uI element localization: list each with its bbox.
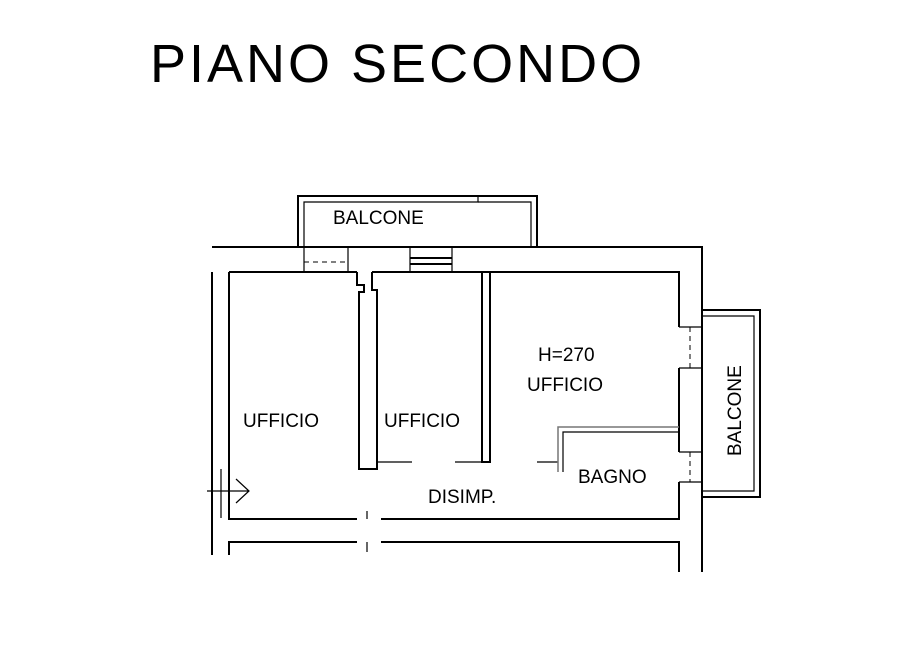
- ufficio-middle-label: UFFICIO: [384, 411, 460, 432]
- height-label: H=270: [538, 345, 595, 366]
- window-openings: [303, 247, 702, 483]
- interior-walls: [356, 272, 679, 552]
- balcony-right: [702, 309, 761, 498]
- ufficio-right-label: UFFICIO: [527, 375, 603, 396]
- ufficio-left-label: UFFICIO: [243, 411, 319, 432]
- plan-title: PIANO SECONDO: [150, 34, 645, 94]
- balcony-top: [297, 195, 538, 247]
- disimp-label: DISIMP.: [428, 487, 496, 508]
- balcone-right-label: BALCONE: [725, 365, 746, 456]
- entrance-arrow-icon: [207, 469, 250, 518]
- outer-walls: [211, 246, 703, 572]
- balcone-top-label: BALCONE: [333, 208, 424, 229]
- bagno-label: BAGNO: [578, 467, 647, 488]
